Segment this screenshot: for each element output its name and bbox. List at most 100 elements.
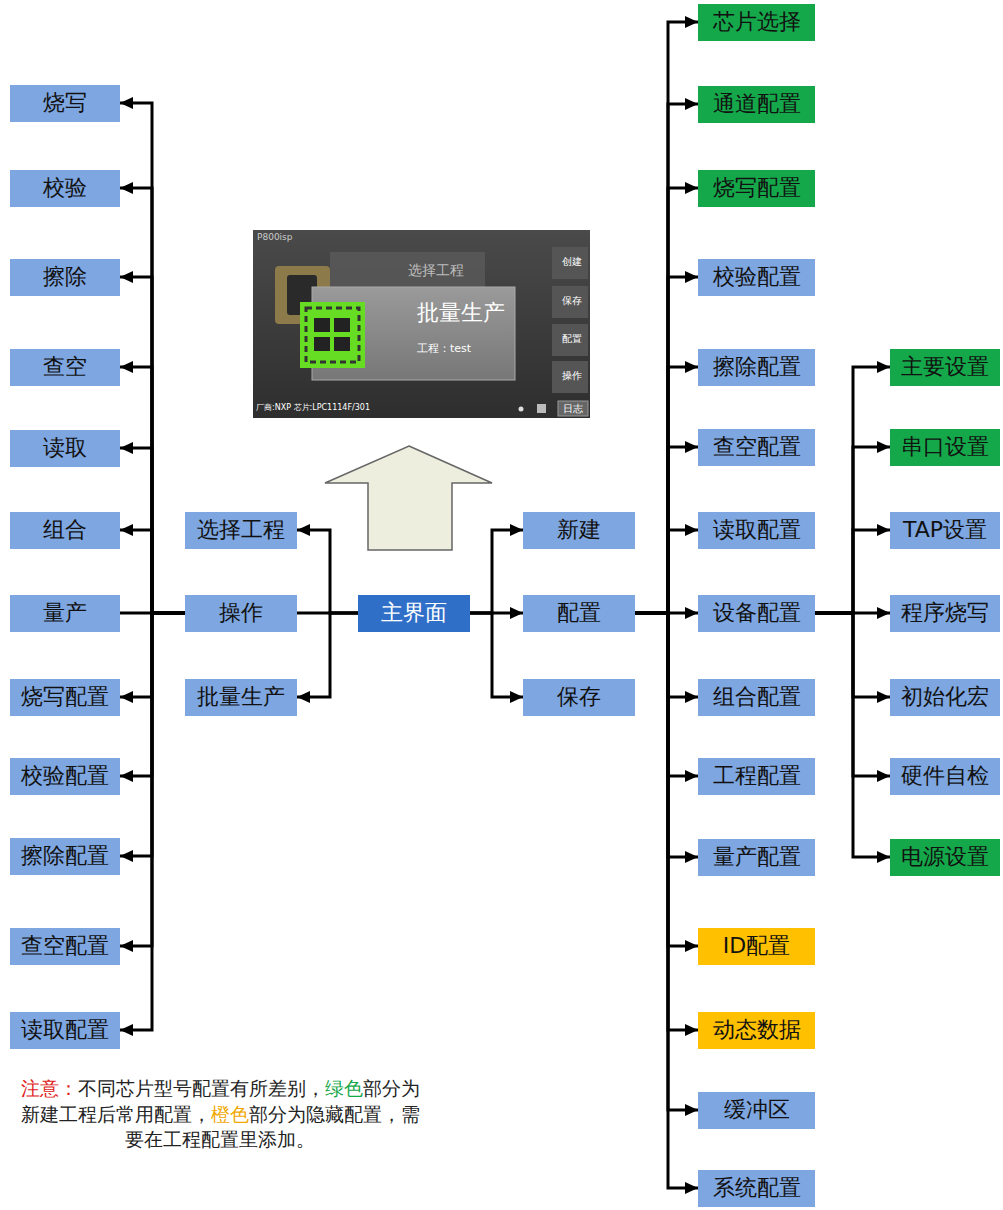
box-text: 硬件自检: [901, 764, 989, 788]
connector: [815, 530, 890, 613]
menu-box: 校验配置: [698, 259, 815, 296]
screen-text: P800isp: [257, 233, 293, 243]
menu-box: 组合配置: [698, 679, 815, 716]
screen-text: 操作: [562, 370, 582, 381]
box-text: 批量生产: [197, 685, 285, 709]
menu-box: 选择工程: [185, 512, 297, 549]
status-icon: [537, 404, 546, 413]
usb-icon: [519, 407, 524, 412]
screen-text: 厂商:NXP 芯片:LPC1114F/301: [256, 404, 370, 413]
menu-box: 烧写配置: [10, 679, 120, 716]
menu-box: 擦除配置: [698, 349, 815, 386]
side-button: [552, 286, 588, 318]
box-text: 动态数据: [713, 1018, 801, 1042]
menu-box: TAP设置: [890, 512, 1000, 549]
box-text: 电源设置: [901, 845, 989, 869]
connector: [470, 613, 523, 697]
box-text: 组合配置: [713, 685, 801, 709]
box-text: 保存: [557, 685, 601, 709]
side-button: [552, 247, 588, 279]
connector: [120, 188, 185, 613]
connector: [120, 448, 185, 613]
connector: [635, 188, 698, 613]
menu-box: 保存: [523, 679, 635, 716]
box-text: TAP设置: [903, 518, 987, 542]
box-text: 查空配置: [713, 435, 801, 459]
screen-text: 保存: [562, 295, 582, 306]
chip-stripes: [306, 308, 359, 362]
box-text: 读取配置: [713, 518, 801, 542]
box-text: 通道配置: [713, 92, 801, 116]
connector: [815, 447, 890, 613]
chip-cell: [314, 337, 330, 351]
menu-box: 校验配置: [10, 758, 120, 795]
connector: [635, 22, 698, 613]
box-text: 烧写配置: [713, 176, 801, 200]
menu-box: 擦除: [10, 259, 120, 296]
log-button: [558, 401, 588, 416]
box-text: 读取配置: [21, 1018, 109, 1042]
menu-box: 烧写: [10, 85, 120, 122]
screen-ground: [253, 230, 590, 418]
menu-box: 组合: [10, 512, 120, 549]
menu-box: 读取: [10, 430, 120, 467]
box-text: 擦除配置: [713, 355, 801, 379]
side-button: [552, 361, 588, 393]
menu-box: 动态数据: [698, 1012, 815, 1049]
box-text: 新建: [557, 518, 601, 542]
box-text: 组合: [43, 518, 87, 542]
box-text: 查空配置: [21, 934, 109, 958]
connector: [297, 613, 358, 697]
screen-text: 工程：test: [417, 343, 471, 355]
connector: [815, 613, 890, 857]
menu-box: 程序烧写: [890, 595, 1000, 632]
chip-icon: [300, 302, 365, 368]
note-text: 橙色: [211, 1103, 249, 1125]
connector: [120, 613, 185, 1030]
menu-box: 芯片选择: [698, 4, 815, 41]
box-text: 量产: [43, 601, 87, 625]
box-text: 初始化宏: [901, 685, 989, 709]
connector: [635, 530, 698, 613]
box-text: 操作: [219, 601, 263, 625]
screen-text: 选择工程: [408, 263, 464, 278]
box-text: 配置: [557, 601, 601, 625]
screen-text: 日志: [563, 403, 583, 414]
menu-box: 读取配置: [698, 512, 815, 549]
connector: [470, 530, 523, 613]
menu-box: 电源设置: [890, 839, 1000, 876]
box-text: 主要设置: [901, 355, 989, 379]
menu-box: 硬件自检: [890, 758, 1000, 795]
menu-box: 烧写配置: [698, 170, 815, 207]
menu-box: ID配置: [698, 928, 815, 965]
box-text: 设备配置: [713, 601, 801, 625]
menu-box: 主界面: [358, 595, 470, 632]
side-button: [552, 324, 588, 356]
menu-box: 系统配置: [698, 1170, 815, 1207]
box-text: 主界面: [381, 601, 447, 625]
connector: [120, 530, 185, 613]
chip-cell: [334, 318, 350, 332]
menu-box: 擦除配置: [10, 838, 120, 875]
note: 注意：不同芯片型号配置有所差别，绿色部分为新建工程后常用配置，橙色部分为隐藏配置…: [14, 1076, 426, 1153]
menu-box: 校验: [10, 170, 120, 207]
connector: [635, 277, 698, 613]
faded-panel: [330, 252, 485, 290]
menu-box: 查空: [10, 349, 120, 386]
connector: [297, 530, 358, 613]
box-text: 工程配置: [713, 764, 801, 788]
box-text: 读取: [43, 436, 87, 460]
box-text: 烧写配置: [21, 685, 109, 709]
menu-box: 配置: [523, 595, 635, 632]
box-text: 擦除: [43, 265, 87, 289]
chip-cell: [334, 337, 350, 351]
box-text: 缓冲区: [724, 1098, 790, 1122]
box-text: ID配置: [723, 934, 790, 958]
menu-box: 读取配置: [10, 1012, 120, 1049]
menu-box: 主要设置: [890, 349, 1000, 386]
screen-text: 创建: [562, 256, 582, 267]
connector: [120, 103, 185, 613]
note-text: 不同芯片型号配置有所差别，: [78, 1077, 325, 1099]
menu-box: 查空配置: [698, 429, 815, 466]
